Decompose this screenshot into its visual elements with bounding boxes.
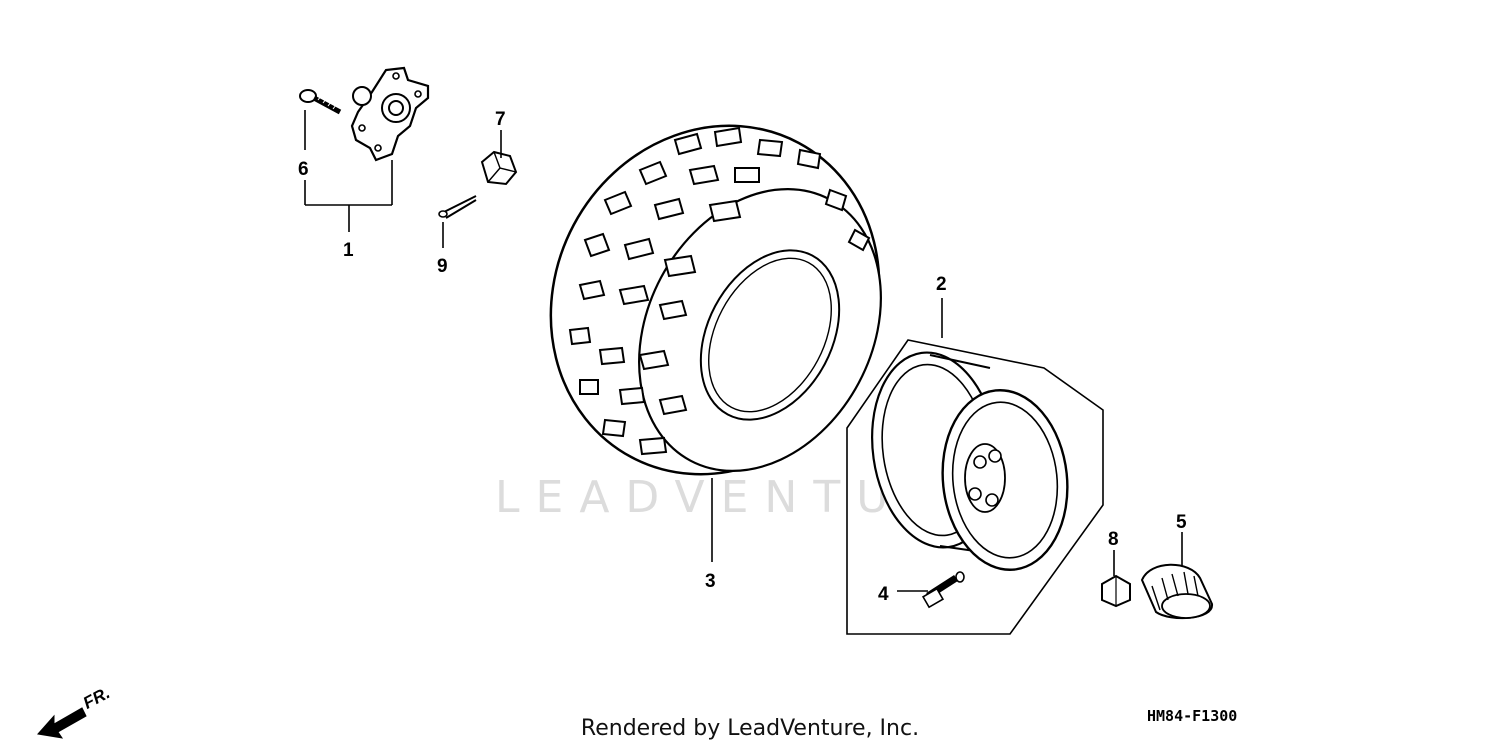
render-credit: Rendered by LeadVenture, Inc.	[580, 716, 920, 741]
hub-nut-drawing	[480, 150, 518, 186]
leader-lines	[304, 110, 1183, 592]
valve-drawing	[921, 571, 965, 609]
callout-7: 7	[495, 109, 506, 130]
wheel-drawing	[846, 339, 1104, 635]
callout-6: 6	[298, 159, 309, 180]
callout-1: 1	[343, 240, 354, 261]
callout-3: 3	[705, 571, 716, 592]
cap-nut-drawing	[1101, 574, 1131, 608]
cotter-pin-drawing	[438, 195, 477, 219]
front-arrow-icon	[37, 707, 87, 739]
callouts: 1 2 3 4 5 6 7 8 9	[298, 109, 1187, 605]
callout-5: 5	[1176, 512, 1187, 533]
callout-8: 8	[1108, 529, 1119, 550]
tire-drawing	[549, 124, 882, 476]
diagram-code: HM84-F1300	[1147, 707, 1238, 725]
hub-assembly-drawing	[299, 66, 430, 162]
callout-4: 4	[878, 584, 889, 605]
hub-cap-drawing	[1140, 563, 1213, 620]
callout-2: 2	[936, 274, 947, 295]
callout-9: 9	[437, 256, 448, 277]
